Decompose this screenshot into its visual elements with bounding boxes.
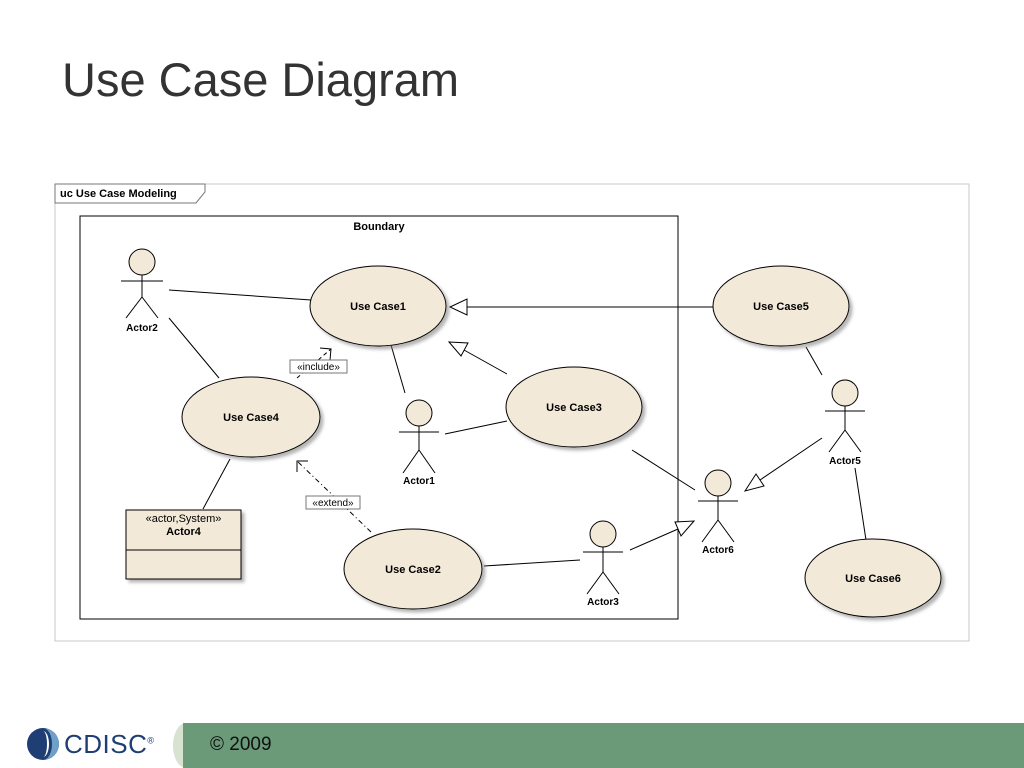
- assoc-uc4-actor4: [202, 458, 231, 510]
- use-case-6[interactable]: [804, 538, 942, 618]
- actor1-label: Actor1: [403, 476, 435, 487]
- actor1-figure[interactable]: [399, 399, 439, 474]
- actor5-figure[interactable]: [825, 379, 865, 453]
- use-case-1[interactable]: [309, 265, 447, 347]
- assoc-actor5-uc6: [854, 467, 867, 541]
- frame-label: uc Use Case Modeling: [60, 188, 177, 200]
- use-case-6-label: Use Case6: [845, 573, 901, 585]
- gen-actor5-actor6-arrowhead: [743, 473, 765, 492]
- extend-arrowhead: [296, 460, 308, 472]
- page-title: Use Case Diagram: [62, 53, 460, 106]
- footer-bar: [183, 723, 1024, 768]
- actor5-label: Actor5: [829, 456, 861, 467]
- gen-uc3-uc1-line: [463, 349, 508, 375]
- assoc-uc2-actor3: [483, 559, 581, 567]
- cdisc-logo-mark-icon: [27, 728, 59, 760]
- use-case-5[interactable]: [712, 265, 850, 347]
- cdisc-logo: CDISC®: [26, 726, 155, 762]
- actor6-figure[interactable]: [698, 469, 738, 543]
- frame-tab: [54, 183, 206, 204]
- assoc-actor1-uc3: [444, 420, 508, 435]
- gen-actor3-actor6-arrowhead: [674, 520, 696, 537]
- actor4-box[interactable]: [125, 509, 242, 580]
- gen-actor5-actor6-line: [759, 437, 823, 481]
- boundary-label: Boundary: [353, 221, 405, 233]
- include-label: «include»: [297, 362, 340, 373]
- gen-uc3-uc1-arrowhead: [447, 341, 469, 357]
- extend-label: «extend»: [312, 498, 354, 509]
- actor2-figure[interactable]: [121, 248, 163, 319]
- assoc-actor2-uc1: [168, 289, 312, 301]
- cdisc-logo-text: CDISC®: [64, 728, 155, 759]
- actor4-label: Actor4: [166, 526, 202, 538]
- actor3-figure[interactable]: [583, 520, 623, 595]
- gen-uc5-uc1-arrowhead: [448, 298, 468, 316]
- actor4-stereotype: «actor,System»: [146, 513, 222, 525]
- use-case-4[interactable]: [181, 376, 321, 458]
- footer-copyright: © 2009: [210, 734, 272, 755]
- assoc-uc1-actor1: [390, 344, 406, 394]
- use-case-diagram: uc Use Case Modeling Boundary «include» …: [54, 183, 970, 642]
- use-case-1-label: Use Case1: [350, 301, 406, 313]
- assoc-uc3-actor6: [631, 449, 696, 491]
- assoc-actor2-uc4: [168, 317, 220, 379]
- registered-mark: ®: [147, 734, 155, 745]
- include-label-box: [289, 359, 348, 374]
- system-boundary: [79, 215, 679, 620]
- use-case-4-label: Use Case4: [223, 412, 280, 424]
- use-case-3-label: Use Case3: [546, 402, 602, 414]
- gen-actor3-actor6-line: [629, 528, 679, 551]
- use-case-3[interactable]: [505, 366, 643, 448]
- extend-label-box: [305, 495, 361, 510]
- include-arrowhead: [319, 347, 332, 361]
- actor6-label: Actor6: [702, 545, 734, 556]
- use-case-2-label: Use Case2: [385, 564, 441, 576]
- assoc-uc5-actor5: [805, 346, 823, 376]
- actor2-label: Actor2: [126, 323, 158, 334]
- actor3-label: Actor3: [587, 597, 619, 608]
- use-case-2[interactable]: [343, 528, 483, 610]
- use-case-5-label: Use Case5: [753, 301, 809, 313]
